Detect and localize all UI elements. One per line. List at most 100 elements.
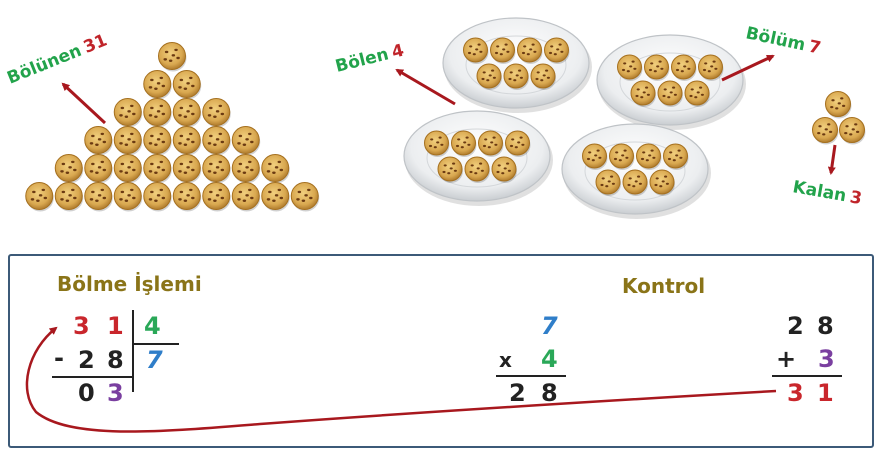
cookie-icon [609, 143, 635, 170]
minus-sign: - [54, 344, 64, 372]
cookie-icon [143, 182, 172, 212]
remainder-arrow [827, 144, 837, 175]
cookie-icon [113, 154, 143, 184]
subtract-digit-ones: 8 [107, 346, 124, 374]
multiply-underline [496, 375, 566, 377]
quotient-value: 7 [146, 346, 163, 374]
cookie-icon [172, 154, 202, 184]
add-top-digit-tens: 2 [787, 312, 804, 340]
plate [403, 110, 553, 206]
cookie-icon [231, 182, 261, 212]
plus-sign: + [776, 345, 797, 373]
cookie-icon [437, 156, 463, 183]
product-digit-tens: 2 [509, 379, 526, 407]
plate [596, 34, 746, 130]
cookie-icon [202, 98, 231, 128]
cookie-icon [143, 70, 172, 100]
cookie-icon [463, 37, 489, 64]
cookie-icon [839, 117, 866, 145]
result-digit-ones: 3 [107, 379, 124, 407]
cookie-icon [143, 126, 172, 156]
product-digit-ones: 8 [541, 379, 558, 407]
cookie-icon [698, 54, 724, 81]
cookie-icon [261, 154, 290, 184]
cookie-icon [84, 154, 113, 184]
cookie-icon [503, 63, 529, 90]
cookie-icon [671, 54, 697, 81]
cookie-icon [84, 126, 113, 156]
result-digit-tens: 0 [78, 379, 95, 407]
cookie-icon [491, 156, 517, 183]
division-title: Bölme İşlemi [57, 272, 202, 296]
multiplier-value: 4 [541, 345, 558, 373]
dividend-arrow [61, 82, 107, 125]
cookie-icon [476, 63, 502, 90]
cookie-icon [143, 98, 172, 128]
cookie-icon [202, 126, 231, 156]
remainder-cookies [812, 91, 866, 145]
dividend-digit-tens: 3 [73, 312, 90, 340]
cookie-icon [202, 182, 231, 212]
sum-digit-ones: 1 [817, 379, 834, 407]
quotient-arrow [721, 54, 775, 82]
cookie-icon [172, 98, 202, 128]
plates-group [403, 17, 746, 219]
check-title: Kontrol [622, 274, 706, 298]
cookie-icon [54, 154, 84, 184]
cookie-icon [582, 143, 608, 170]
add-top-digit-ones: 8 [817, 312, 834, 340]
divisor-value: 4 [144, 312, 161, 340]
divisor-underline [133, 343, 179, 345]
add-bottom-value: 3 [818, 345, 835, 373]
add-underline [772, 375, 842, 377]
cookie-icon [54, 182, 84, 212]
cookie-illustration: Bölünen31 Bölen4 Bölüm7 Kalan3 [4, 17, 866, 219]
cookie-icon [172, 126, 202, 156]
cookie-icon [630, 80, 656, 107]
cookie-pile [25, 42, 320, 212]
cookie-icon [25, 182, 54, 212]
cookie-icon [622, 169, 648, 196]
cookie-icon [505, 130, 531, 157]
divisor-arrow [395, 68, 456, 106]
cookie-icon [812, 117, 839, 145]
times-sign: x [499, 348, 512, 372]
cookie-icon [231, 154, 261, 184]
sum-digit-tens: 3 [787, 379, 804, 407]
dividend-digit-ones: 1 [107, 312, 124, 340]
cookie-icon [636, 143, 662, 170]
cookie-icon [451, 130, 477, 157]
cookie-icon [84, 182, 113, 212]
cookie-icon [517, 37, 543, 64]
cookie-icon [113, 182, 143, 212]
cookie-icon [825, 91, 852, 119]
cookie-icon [663, 143, 689, 170]
division-bar [132, 310, 134, 392]
plate [442, 17, 592, 113]
cookie-icon [595, 169, 621, 196]
cookie-icon [158, 42, 187, 72]
cookie-icon [202, 154, 231, 184]
cookie-icon [290, 182, 320, 212]
cookie-icon [544, 37, 570, 64]
cookie-icon [172, 182, 202, 212]
cookie-icon [684, 80, 710, 107]
plate [561, 123, 711, 219]
subtract-digit-tens: 2 [78, 346, 95, 374]
cookie-icon [657, 80, 683, 107]
cookie-icon [261, 182, 290, 212]
cookie-icon [424, 130, 450, 157]
cookie-icon [464, 156, 490, 183]
cookie-icon [644, 54, 670, 81]
cookie-icon [478, 130, 504, 157]
cookie-icon [530, 63, 556, 90]
cookie-icon [172, 70, 202, 100]
cookie-icon [113, 98, 143, 128]
cookie-icon [490, 37, 516, 64]
operations-panel [8, 254, 874, 448]
multiplicand-value: 7 [541, 312, 558, 340]
subtract-underline [52, 376, 132, 378]
cookie-icon [143, 154, 172, 184]
cookie-icon [617, 54, 643, 81]
